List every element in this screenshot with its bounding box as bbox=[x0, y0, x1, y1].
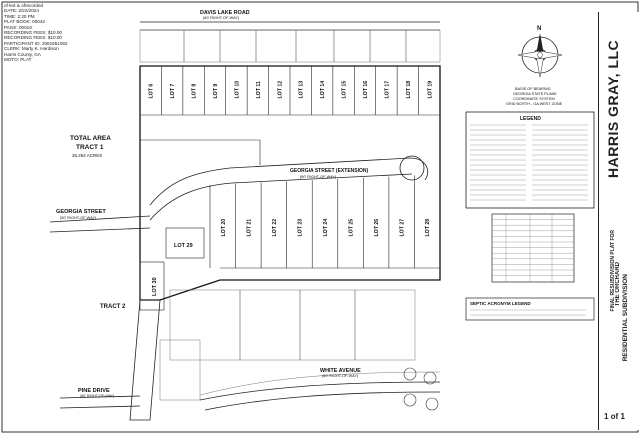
title-block: HARRIS GRAY, LLC FINAL RESUBDIVISION PLA… bbox=[598, 12, 639, 430]
legend-title: LEGEND bbox=[520, 116, 541, 122]
stamp-line: RECORDING FEES: $10.00 bbox=[4, 35, 62, 41]
road-label-georgia: GEORGIA STREET bbox=[56, 209, 106, 215]
lot-label: LOT 8 bbox=[192, 84, 198, 99]
tract-2-label: TRACT 2 bbox=[100, 304, 126, 310]
basis-line: BASIS OF BEARING bbox=[515, 87, 551, 91]
stamp-line: PARTICIPANT ID: 2081651082 bbox=[4, 40, 68, 46]
lot-label: LOT 12 bbox=[277, 81, 283, 99]
lot-label: LOT 27 bbox=[400, 219, 406, 237]
adjacent-parcels-south bbox=[159, 289, 441, 401]
lot-label: LOT 15 bbox=[342, 81, 348, 99]
lot-label: LOT 24 bbox=[323, 219, 329, 237]
stamp-line: DATE: 2/22/2024 bbox=[4, 8, 39, 14]
road-label-white: WHITE AVENUE bbox=[320, 368, 361, 374]
lot-label: LOT 20 bbox=[221, 219, 227, 237]
firm-name: HARRIS GRAY, LLC bbox=[605, 39, 621, 179]
lot-label: LOT 10 bbox=[234, 81, 240, 99]
lot-label: LOT 16 bbox=[363, 81, 369, 99]
lot-label: LOT 25 bbox=[349, 219, 355, 237]
lot-label: LOT 13 bbox=[299, 81, 305, 99]
tree-icon bbox=[423, 371, 437, 385]
adjacent-parcels-north bbox=[139, 29, 441, 63]
south-lot-group: LOT 20 LOT 21 LOT 22 LOT 23 LOT 24 LOT 25 LOT … bbox=[209, 175, 431, 268]
middle-lot-lines bbox=[140, 139, 261, 165]
curve-table bbox=[491, 213, 575, 283]
total-area-label: TOTAL AREA bbox=[70, 135, 111, 142]
lot-label-29: LOT 29 bbox=[174, 243, 193, 249]
road-row-pine: (60' RIGHT-OF-WAY) bbox=[80, 394, 114, 398]
road-row-georgia: (50' RIGHT-OF-WAY) bbox=[60, 216, 97, 220]
road-label-davis: DAVIS LAKE ROAD bbox=[200, 10, 250, 16]
basis-line: GEORGIA STATE PLANE bbox=[513, 92, 557, 96]
lot-label: LOT 28 bbox=[425, 219, 431, 237]
pine-drive: PINE DRIVE (60' RIGHT-OF-WAY) bbox=[59, 388, 141, 409]
stamp-line: of-led & ofrecorded bbox=[4, 3, 44, 8]
stamp-line: PLAT BOOK: 00042 bbox=[4, 19, 45, 25]
project-name: THE ORCHARD bbox=[615, 262, 621, 307]
stamp-line: Harris County, GA bbox=[4, 51, 41, 57]
tract-2-boundary bbox=[129, 299, 161, 421]
georgia-street: GEORGIA STREET (50' RIGHT-OF-WAY) bbox=[49, 209, 151, 233]
road-row-davis: (60' RIGHT-OF-WAY) bbox=[203, 16, 240, 20]
stamp-line: RECORDING FEES: $10.00 bbox=[4, 30, 62, 36]
lot-label: LOT 6 bbox=[149, 84, 155, 99]
white-avenue: WHITE AVENUE (60' RIGHT-OF-WAY) bbox=[199, 368, 441, 411]
project-subtitle: RESIDENTIAL SUBDIVISION bbox=[622, 274, 629, 362]
tree-symbols bbox=[403, 367, 439, 411]
tree-icon bbox=[403, 367, 417, 381]
lot-label: LOT 11 bbox=[256, 81, 262, 98]
basis-of-bearing-note: BASIS OF BEARING GEORGIA STATE PLANE COO… bbox=[506, 87, 563, 106]
lot-label: LOT 14 bbox=[320, 81, 326, 99]
lot-label: LOT 17 bbox=[384, 81, 390, 99]
davis-lake-road: DAVIS LAKE ROAD (60' RIGHT-OF-WAY) bbox=[140, 10, 440, 31]
cul-de-sac bbox=[399, 155, 425, 181]
lot-label: LOT 26 bbox=[374, 219, 380, 237]
lot-label-30: LOT 30 bbox=[152, 277, 158, 296]
lot-label: LOT 19 bbox=[427, 81, 433, 99]
road-row-georgia-ext: (60' RIGHT-OF-WAY) bbox=[300, 175, 337, 179]
sheet-number: 1 of 1 bbox=[604, 412, 625, 421]
road-row-white: (60' RIGHT-OF-WAY) bbox=[322, 374, 359, 378]
north-lot-group: LOT 6 LOT 7 LOT 8 LOT 9 LOT 10 LOT 11 LOT 12 LO… bbox=[149, 66, 433, 115]
road-label-pine: PINE DRIVE bbox=[78, 388, 110, 394]
tract-1-area: 25.262 ACRES bbox=[72, 153, 102, 158]
georgia-street-extension: GEORGIA STREET (EXTENSION) (60' RIGHT-OF… bbox=[149, 155, 429, 221]
stamp-line: TIME: 2:20 PM bbox=[4, 13, 35, 19]
north-arrow-icon: N bbox=[517, 26, 563, 78]
septic-legend-title: SEPTIC ACRONYM LEGEND bbox=[470, 301, 531, 306]
lot-label: LOT 9 bbox=[213, 84, 219, 99]
septic-legend: SEPTIC ACRONYM LEGEND bbox=[465, 297, 595, 321]
stamp-line: MOTO: PLAT bbox=[4, 57, 32, 63]
lot-label: LOT 7 bbox=[170, 84, 176, 99]
tree-icon bbox=[425, 397, 439, 411]
basis-line: GRID NORTH - GA WEST ZONE bbox=[506, 102, 563, 106]
lot-label: LOT 21 bbox=[246, 219, 252, 237]
north-label: N bbox=[537, 26, 541, 32]
legend-box: LEGEND bbox=[465, 111, 595, 209]
tract-1-label: TRACT 1 bbox=[76, 144, 104, 151]
tree-icon bbox=[403, 393, 417, 407]
lot-label: LOT 18 bbox=[406, 81, 412, 99]
west-lots: LOT 29 LOT 30 bbox=[139, 227, 205, 311]
road-label-georgia-ext: GEORGIA STREET (EXTENSION) bbox=[290, 168, 368, 174]
stamp-line: CLERK: Marty K. Hardison bbox=[4, 46, 59, 52]
lot-label: LOT 23 bbox=[297, 219, 303, 237]
recording-stamp: of-led & ofrecorded DATE: 2/22/2024 TIME… bbox=[4, 3, 68, 62]
basis-line: COORDINATE SYSTEM bbox=[513, 97, 555, 101]
lot-label: LOT 22 bbox=[272, 219, 278, 237]
stamp-line: PAGE: 00019 bbox=[4, 24, 32, 30]
